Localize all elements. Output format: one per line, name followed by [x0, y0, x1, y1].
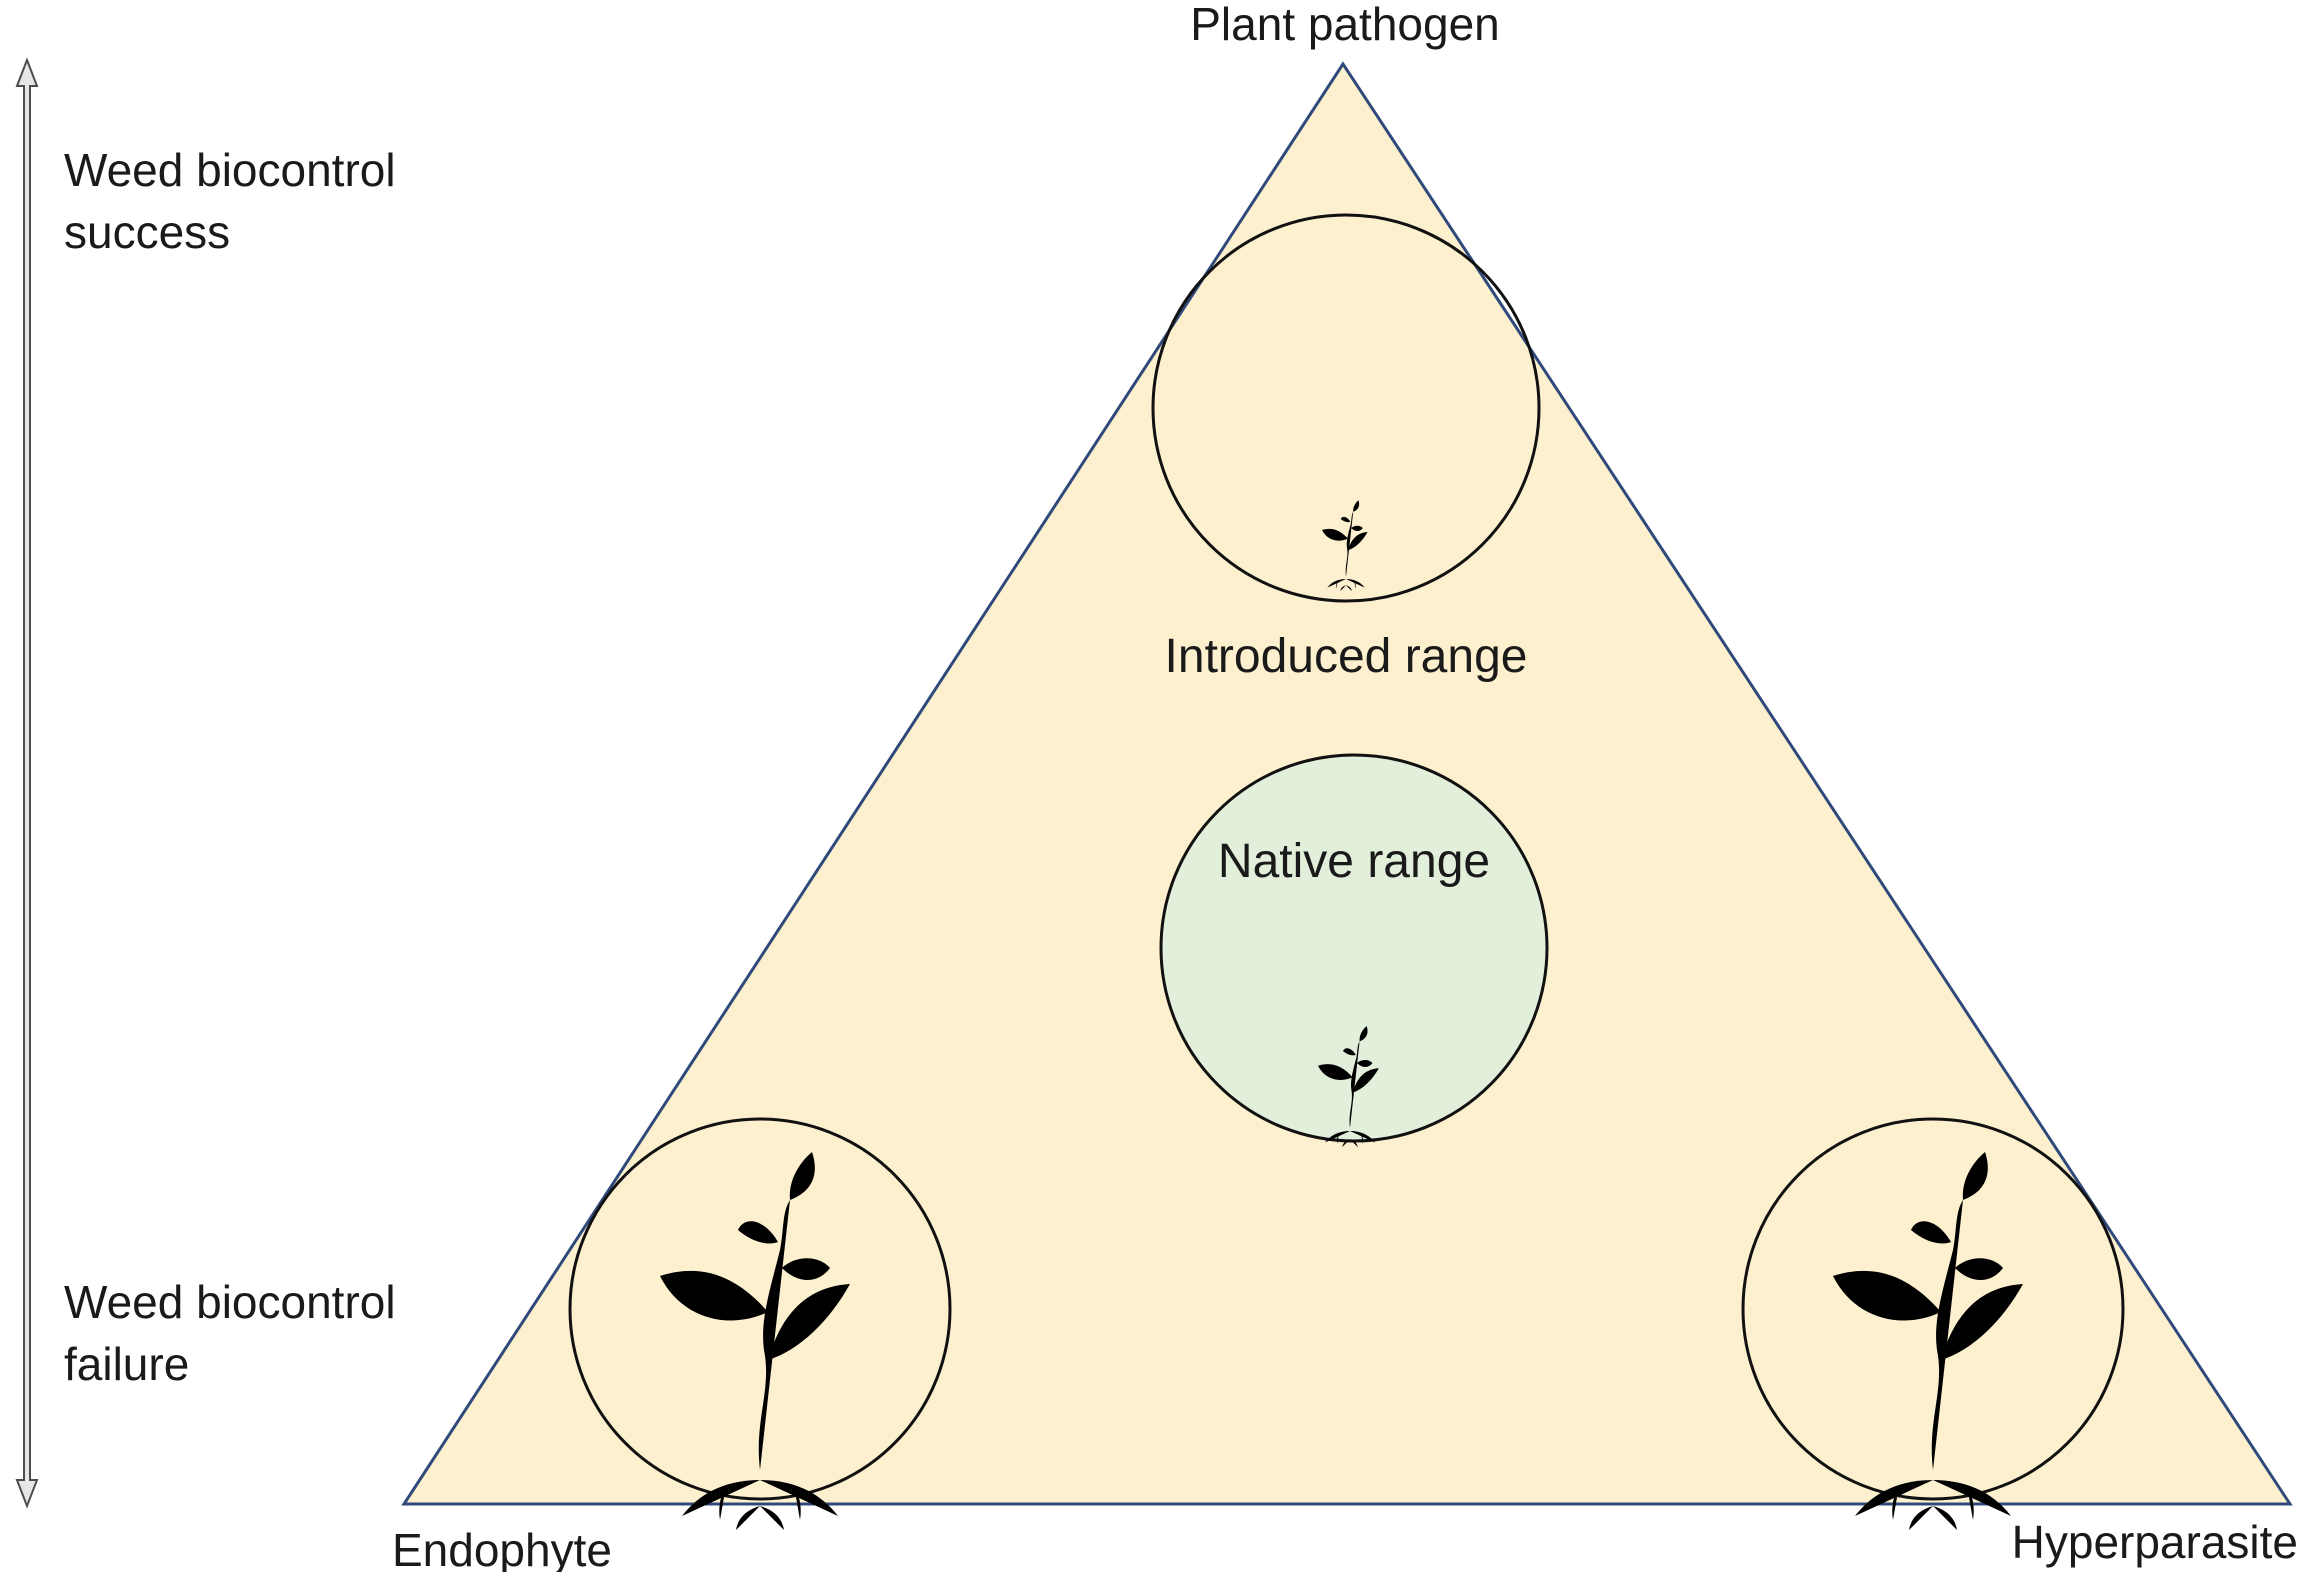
- vertex-label-top: Plant pathogen: [1190, 0, 1500, 50]
- circle-bottom-left: [568, 1117, 952, 1501]
- circle-top: [1151, 213, 1541, 603]
- vertex-label-bottom-right: Hyperparasite: [2012, 1516, 2298, 1568]
- vertex-label-bottom-left: Endophyte: [392, 1524, 612, 1572]
- scale-top-label-line2: success: [64, 206, 230, 258]
- scale-top-label-line1: Weed biocontrol: [64, 144, 396, 196]
- scale-bottom-label-line1: Weed biocontrol: [64, 1276, 396, 1328]
- introduced-range-label: Introduced range: [1165, 630, 1528, 683]
- scale-double-arrow: [15, 57, 39, 1509]
- scale-bottom-label-line2: failure: [64, 1338, 189, 1390]
- native-range-label: Native range: [1218, 835, 1490, 888]
- circle-native-range: [1159, 753, 1549, 1143]
- circle-bottom-right: [1741, 1117, 2125, 1501]
